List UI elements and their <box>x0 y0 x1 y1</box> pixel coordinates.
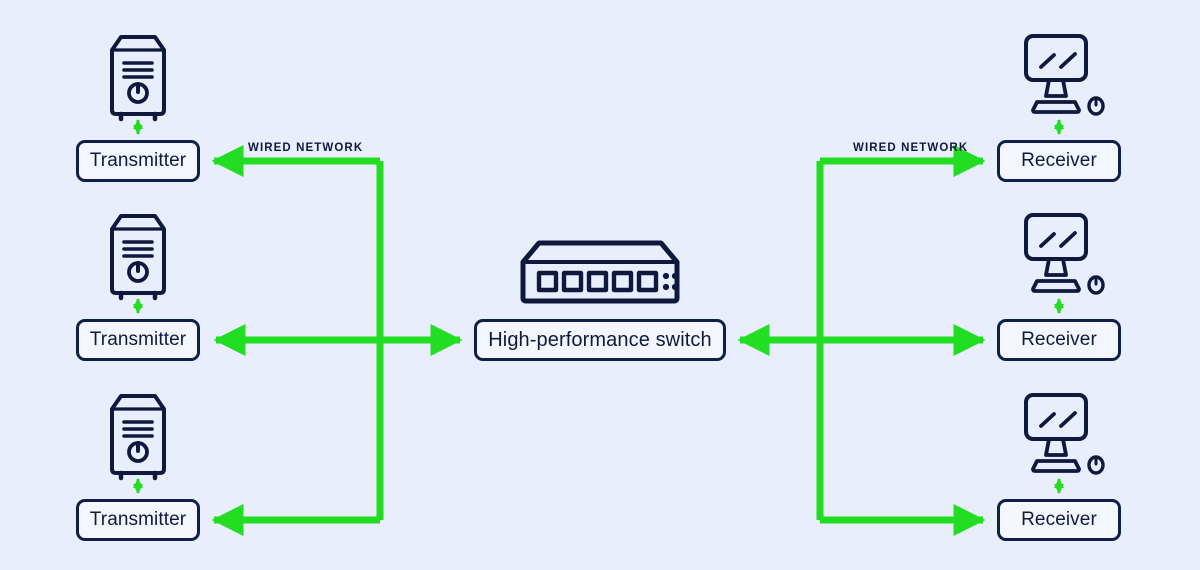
transmitter-label: Transmitter <box>89 509 187 530</box>
transmitter-node-2[interactable]: Transmitter <box>76 319 200 361</box>
server-tower-icon <box>107 30 169 122</box>
server-tower-icon <box>107 389 169 481</box>
network-switch-icon <box>517 236 683 308</box>
receiver-node-3[interactable]: Receiver <box>997 499 1121 541</box>
transmitter-node-3[interactable]: Transmitter <box>76 499 200 541</box>
server-tower-icon <box>107 209 169 301</box>
transmitter-node-1[interactable]: Transmitter <box>76 140 200 182</box>
receiver-label: Receiver <box>1021 329 1097 350</box>
receiver-label: Receiver <box>1021 150 1097 171</box>
desktop-workstation-icon <box>1013 30 1105 116</box>
receiver-node-2[interactable]: Receiver <box>997 319 1121 361</box>
wired-network-label-left: WIRED NETWORK <box>248 142 364 154</box>
receiver-label: Receiver <box>1021 509 1097 530</box>
receiver-node-1[interactable]: Receiver <box>997 140 1121 182</box>
switch-label: High-performance switch <box>488 328 712 351</box>
transmitter-label: Transmitter <box>89 150 187 171</box>
wired-network-label-right: WIRED NETWORK <box>853 142 969 154</box>
desktop-workstation-icon <box>1013 209 1105 295</box>
transmitter-label: Transmitter <box>89 329 187 350</box>
switch-node[interactable]: High-performance switch <box>474 319 726 361</box>
desktop-workstation-icon <box>1013 389 1105 475</box>
